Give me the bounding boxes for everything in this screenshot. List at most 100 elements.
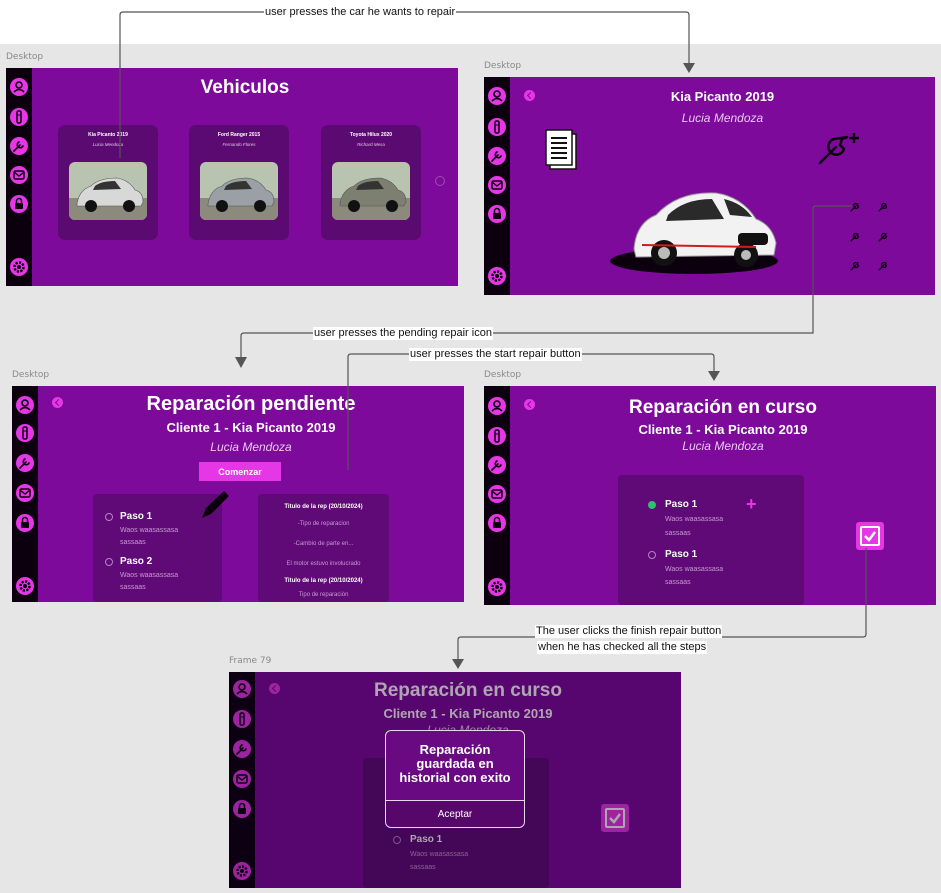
frame-label-vehicles: Desktop	[6, 52, 44, 62]
vehicle-card[interactable]: Toyota Hilux 2020 Richard Mesa	[321, 125, 421, 240]
sidebar-bottle-icon[interactable]	[16, 424, 34, 442]
vehicle-detail-frame: Kia Picanto 2019 Lucia Mendoza	[484, 77, 935, 295]
step-checkbox[interactable]	[393, 836, 401, 844]
sidebar-user-icon[interactable]	[16, 396, 34, 414]
back-icon[interactable]	[52, 397, 63, 408]
repair-icon[interactable]	[877, 259, 890, 272]
sidebar-bottle-icon[interactable]	[10, 108, 28, 126]
owner-name: Lucia Mendoza	[681, 111, 764, 125]
edit-pencil-icon[interactable]	[198, 488, 232, 522]
success-message-line: historial con exito	[399, 770, 511, 785]
repair-in-progress-frame: Reparación en curso Cliente 1 - Kia Pica…	[484, 386, 936, 605]
sidebar-lock-icon[interactable]	[488, 205, 506, 223]
vehicle-name: Toyota Hilux 2020	[349, 132, 393, 138]
sidebar-bottle-icon[interactable]	[488, 427, 506, 445]
sidebar-wrench-icon[interactable]	[488, 147, 506, 165]
sidebar-bottle-icon[interactable]	[233, 710, 251, 728]
vehicle-name: Ford Ranger 2015	[217, 132, 261, 138]
step-checkbox-checked[interactable]	[648, 501, 656, 509]
sidebar-mail-icon[interactable]	[488, 485, 506, 503]
sidebar	[6, 68, 32, 286]
vehicle-owner: Richard Mesa	[357, 142, 385, 147]
sidebar-mail-icon[interactable]	[16, 484, 34, 502]
steps-panel: Paso 1 Waos waasassasa sassaas + Paso 1 …	[618, 475, 804, 605]
pending-repair-frame: Reparación pendiente Cliente 1 - Kia Pic…	[12, 386, 464, 602]
page-title: Reparación en curso	[374, 680, 562, 701]
sidebar-wrench-icon[interactable]	[488, 456, 506, 474]
add-step-icon[interactable]: +	[746, 494, 757, 514]
owner-name: Lucia Mendoza	[682, 439, 764, 453]
history-line: El motor estuvo involucrado	[286, 561, 361, 567]
sidebar-wrench-icon[interactable]	[233, 740, 251, 758]
document-icon[interactable]	[544, 129, 578, 171]
sidebar-mail-icon[interactable]	[10, 166, 28, 184]
step-description: sassaas	[120, 539, 146, 546]
step-checkbox[interactable]	[648, 551, 656, 559]
step-title: Paso 1	[665, 549, 698, 560]
back-icon[interactable]	[269, 683, 280, 694]
history-title: Titulo de la rep (20/10/2024)	[284, 504, 363, 510]
history-title: Titulo de la rep (20/10/2024)	[284, 578, 363, 584]
sidebar-user-icon[interactable]	[233, 680, 251, 698]
sidebar-lock-icon[interactable]	[10, 195, 28, 213]
start-repair-button[interactable]: Comenzar	[199, 462, 281, 481]
history-line: -Tipo de reparacion	[297, 521, 350, 527]
sidebar-lock-icon[interactable]	[16, 514, 34, 532]
accept-button[interactable]: Aceptar	[386, 800, 524, 827]
sidebar-lock-icon[interactable]	[488, 514, 506, 532]
carousel-next-icon[interactable]	[435, 176, 445, 186]
sidebar-settings-icon[interactable]	[233, 862, 251, 880]
frame-label-frame79: Frame 79	[229, 656, 272, 666]
step-title: Paso 1	[410, 834, 443, 845]
step-description: Waos waasassasa	[120, 527, 179, 534]
repair-saved-frame: Reparación en curso Cliente 1 - Kia Pica…	[229, 672, 681, 888]
add-repair-icon[interactable]	[814, 129, 862, 169]
repair-icon[interactable]	[849, 259, 862, 272]
client-subtitle: Cliente 1 - Kia Picanto 2019	[383, 706, 553, 721]
step-description: Waos waasassasa	[665, 516, 724, 523]
finish-repair-button[interactable]	[601, 804, 629, 832]
frame-label-pending: Desktop	[12, 370, 50, 380]
steps-panel: Paso 1 Waos waasassasa sassaas Paso 2 Wa…	[93, 494, 222, 602]
sidebar-user-icon[interactable]	[488, 87, 506, 105]
vehicle-name: Kia Picanto 2019	[88, 132, 128, 138]
step-checkbox[interactable]	[105, 513, 113, 521]
sidebar-lock-icon[interactable]	[233, 800, 251, 818]
sidebar	[484, 386, 510, 605]
vehicle-card[interactable]: Kia Picanto 2019 Lucia Mendoza	[58, 125, 158, 240]
sidebar-settings-icon[interactable]	[10, 258, 28, 276]
step-checkbox[interactable]	[105, 558, 113, 566]
flow-label: The user clicks the finish repair button	[535, 625, 723, 638]
sidebar-settings-icon[interactable]	[16, 577, 34, 595]
vehicle-card[interactable]: Ford Ranger 2015 Fernando Flores	[189, 125, 289, 240]
flow-label: when he has checked all the steps	[537, 641, 708, 654]
vehicle-photo	[200, 162, 278, 220]
step-title: Paso 1	[665, 499, 698, 510]
step-description: sassaas	[120, 584, 146, 591]
flow-label: user presses the pending repair icon	[313, 327, 493, 340]
sidebar-user-icon[interactable]	[488, 397, 506, 415]
sidebar-user-icon[interactable]	[10, 78, 28, 96]
sidebar-wrench-icon[interactable]	[10, 137, 28, 155]
frame-label-in-progress: Desktop	[484, 370, 522, 380]
finish-repair-button[interactable]	[856, 522, 884, 550]
car-image	[606, 185, 786, 275]
sidebar-mail-icon[interactable]	[488, 176, 506, 194]
sidebar-settings-icon[interactable]	[488, 578, 506, 596]
vehicle-photo	[69, 162, 147, 220]
checkmark-icon	[860, 526, 880, 546]
success-message-line: Reparación	[419, 742, 491, 757]
pending-repair-icon[interactable]	[849, 200, 862, 213]
step-description: sassaas	[665, 579, 691, 586]
repair-icon[interactable]	[849, 230, 862, 243]
sidebar-bottle-icon[interactable]	[488, 118, 506, 136]
page-title: Reparación pendiente	[146, 393, 356, 415]
sidebar-mail-icon[interactable]	[233, 770, 251, 788]
repair-icon[interactable]	[877, 200, 890, 213]
sidebar-wrench-icon[interactable]	[16, 454, 34, 472]
step-title: Paso 2	[120, 556, 153, 567]
success-message: Reparación guardada en historial con exi…	[386, 743, 524, 785]
step-title: Paso 1	[120, 511, 153, 522]
sidebar-settings-icon[interactable]	[488, 267, 506, 285]
repair-icon[interactable]	[877, 230, 890, 243]
